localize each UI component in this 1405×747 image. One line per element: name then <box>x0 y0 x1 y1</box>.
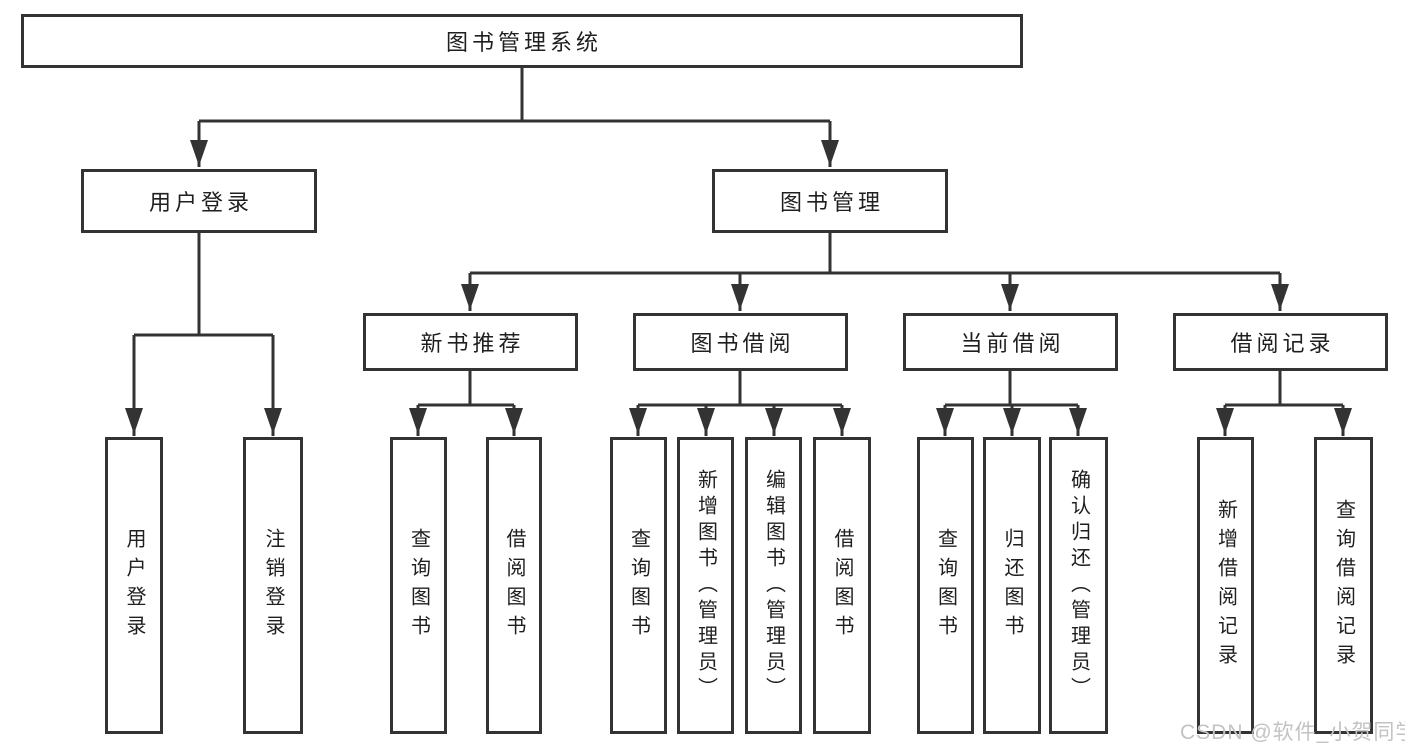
node-library-management-system: 图书管理系统 <box>21 14 1023 68</box>
leaf-query-books-borrowing: 查询图书 <box>610 437 667 734</box>
node-user-login: 用户登录 <box>81 169 317 233</box>
leaf-query-books-recommend: 查询图书 <box>390 437 447 734</box>
leaf-user-login-label: 用户登录 <box>123 527 145 644</box>
leaf-logout-label: 注销登录 <box>262 527 284 644</box>
arrowhead-leaf-2 <box>409 408 427 434</box>
leaf-query-books-current: 查询图书 <box>917 437 974 734</box>
node-borrowing-records: 借阅记录 <box>1173 313 1388 371</box>
arrowhead-leaf-6 <box>765 408 783 434</box>
leaf-logout: 注销登录 <box>243 437 303 734</box>
arrowhead-leaf-11 <box>1216 408 1234 434</box>
leaf-add-borrow-record: 新增借阅记录 <box>1197 437 1254 734</box>
leaf-query-borrow-record-label: 查询借阅记录 <box>1332 498 1355 673</box>
node-current-borrowing: 当前借阅 <box>903 313 1118 371</box>
leaf-confirm-return-admin: 确认归还（管理员） <box>1049 437 1108 734</box>
arrowhead-leaf-1 <box>264 408 282 434</box>
leaf-return-books: 归还图书 <box>983 437 1041 734</box>
leaf-borrow-books-recommend-label: 借阅图书 <box>503 527 525 644</box>
leaf-borrow-books-recommend: 借阅图书 <box>486 437 542 734</box>
leaf-query-books-borrowing-label: 查询图书 <box>627 527 650 644</box>
arrowhead-rec <box>461 284 479 310</box>
leaf-query-books-recommend-label: 查询图书 <box>407 527 430 644</box>
leaf-query-books-current-label: 查询图书 <box>934 527 957 644</box>
leaf-user-login: 用户登录 <box>105 437 163 734</box>
arrowhead-leaf-0 <box>125 408 143 434</box>
arrowhead-leaf-3 <box>505 408 523 434</box>
node-new-book-recommend: 新书推荐 <box>363 313 578 371</box>
leaf-query-borrow-record: 查询借阅记录 <box>1314 437 1373 734</box>
arrowhead-leaf-9 <box>1003 408 1021 434</box>
arrowheads <box>125 140 1352 434</box>
leaf-borrow-books-borrowing: 借阅图书 <box>813 437 871 734</box>
leaf-edit-book-admin: 编辑图书（管理员） <box>745 437 802 734</box>
arrowhead-hist <box>1271 284 1289 310</box>
leaf-add-book-admin: 新增图书（管理员） <box>677 437 734 734</box>
arrowhead-leaf-10 <box>1069 408 1087 434</box>
arrowhead-leaf-12 <box>1334 408 1352 434</box>
arrowhead-leaf-7 <box>833 408 851 434</box>
arrowhead-user-login <box>190 140 208 166</box>
arrowhead-book-mgmt <box>821 140 839 166</box>
arrowhead-cur <box>1001 284 1019 310</box>
arrowhead-borrow <box>731 284 749 310</box>
leaf-confirm-return-admin-label: 确认归还（管理员） <box>1067 468 1090 703</box>
leaf-return-books-label: 归还图书 <box>1001 527 1023 644</box>
node-book-borrowing: 图书借阅 <box>633 313 848 371</box>
csdn-watermark: CSDN @软件_小贺同学 <box>1180 721 1405 744</box>
arrowhead-leaf-8 <box>936 408 954 434</box>
leaf-borrow-books-borrowing-label: 借阅图书 <box>831 527 853 644</box>
leaf-edit-book-admin-label: 编辑图书（管理员） <box>762 468 785 703</box>
leaf-add-borrow-record-label: 新增借阅记录 <box>1214 498 1237 673</box>
arrowhead-leaf-4 <box>629 408 647 434</box>
arrowhead-leaf-5 <box>697 408 715 434</box>
leaf-add-book-admin-label: 新增图书（管理员） <box>694 468 717 703</box>
node-book-management: 图书管理 <box>712 169 948 233</box>
